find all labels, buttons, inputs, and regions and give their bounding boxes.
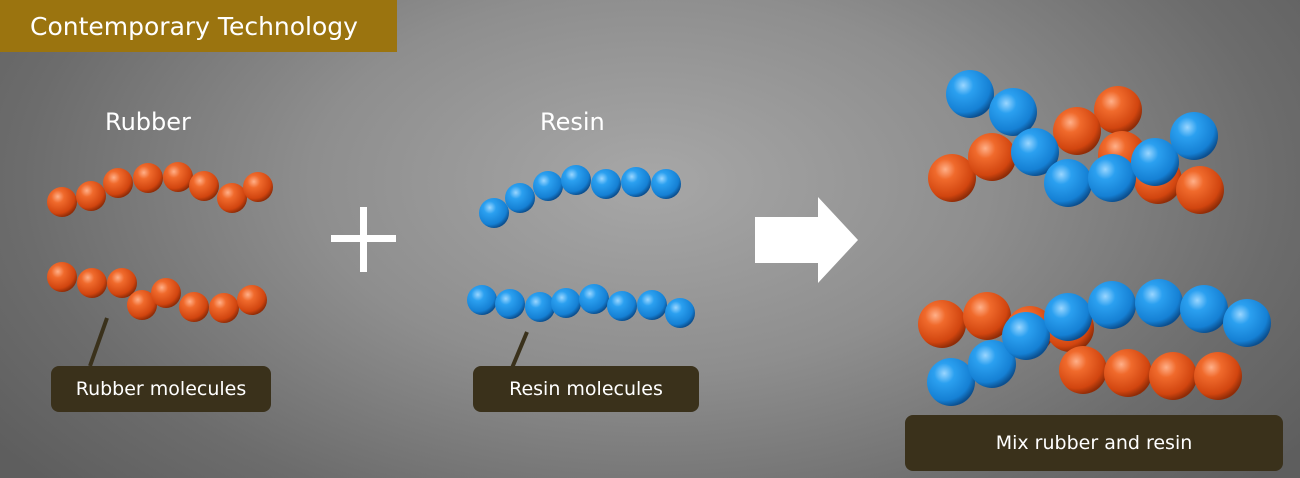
resin-bead: [637, 290, 667, 320]
rubber-bead: [47, 187, 77, 217]
mixed-resin-bead: [968, 340, 1016, 388]
resin-molecules-caption: Resin molecules: [473, 366, 699, 412]
rubber-bead: [47, 262, 77, 292]
rubber-bead: [179, 292, 209, 322]
mixed-resin-bead: [1180, 285, 1228, 333]
mixed-resin-bead: [1088, 154, 1136, 202]
rubber-bead: [189, 171, 219, 201]
resin-bead: [479, 198, 509, 228]
mixed-rubber-bead: [1104, 349, 1152, 397]
rubber-bead: [237, 285, 267, 315]
rubber-bead: [133, 163, 163, 193]
resin-bead: [579, 284, 609, 314]
mixed-resin-bead: [1135, 279, 1183, 327]
rubber-bead: [209, 293, 239, 323]
rubber-bead: [151, 278, 181, 308]
mixed-rubber-bead: [1059, 346, 1107, 394]
rubber-bead: [77, 268, 107, 298]
rubber-bead: [103, 168, 133, 198]
resin-bead: [591, 169, 621, 199]
resin-bead: [467, 285, 497, 315]
plus-icon: [331, 207, 396, 272]
mixed-resin-bead: [989, 88, 1037, 136]
mixed-resin-bead: [1170, 112, 1218, 160]
resin-bead: [561, 165, 591, 195]
rubber-pointer-line: [88, 317, 109, 367]
resin-bead: [495, 289, 525, 319]
mixed-resin-bead: [1002, 312, 1050, 360]
resin-bead: [505, 183, 535, 213]
mixed-resin-bead: [1044, 293, 1092, 341]
slide-title: Contemporary Technology: [0, 0, 397, 52]
resin-bead: [665, 298, 695, 328]
resin-heading: Resin: [540, 108, 605, 136]
rubber-bead: [243, 172, 273, 202]
mixed-rubber-bead: [963, 292, 1011, 340]
mixed-resin-bead: [1011, 128, 1059, 176]
resin-bead: [621, 167, 651, 197]
resin-pointer-line: [510, 331, 529, 369]
mix-caption: Mix rubber and resin: [905, 415, 1283, 471]
rubber-bead: [127, 290, 157, 320]
resin-bead: [651, 169, 681, 199]
resin-bead: [525, 292, 555, 322]
resin-bead: [533, 171, 563, 201]
mixed-resin-bead: [1131, 138, 1179, 186]
rubber-bead: [107, 268, 137, 298]
resin-bead: [551, 288, 581, 318]
right-arrow-icon: [755, 197, 858, 283]
mixed-rubber-bead: [928, 154, 976, 202]
mixed-rubber-bead: [1194, 352, 1242, 400]
mixed-resin-bead: [927, 358, 975, 406]
rubber-molecules-caption: Rubber molecules: [51, 366, 271, 412]
mixed-rubber-bead: [1094, 86, 1142, 134]
mixed-resin-bead: [1044, 159, 1092, 207]
mixed-rubber-bead: [918, 300, 966, 348]
rubber-bead: [163, 162, 193, 192]
mixed-rubber-bead: [1176, 166, 1224, 214]
mixed-rubber-bead: [1149, 352, 1197, 400]
mixed-resin-bead: [1223, 299, 1271, 347]
resin-bead: [607, 291, 637, 321]
rubber-bead: [76, 181, 106, 211]
mixed-rubber-bead: [1053, 107, 1101, 155]
mixed-rubber-bead: [968, 133, 1016, 181]
mixed-resin-bead: [1088, 281, 1136, 329]
mixed-resin-bead: [946, 70, 994, 118]
rubber-heading: Rubber: [105, 108, 191, 136]
rubber-bead: [217, 183, 247, 213]
molecule-beads: [47, 70, 1271, 406]
